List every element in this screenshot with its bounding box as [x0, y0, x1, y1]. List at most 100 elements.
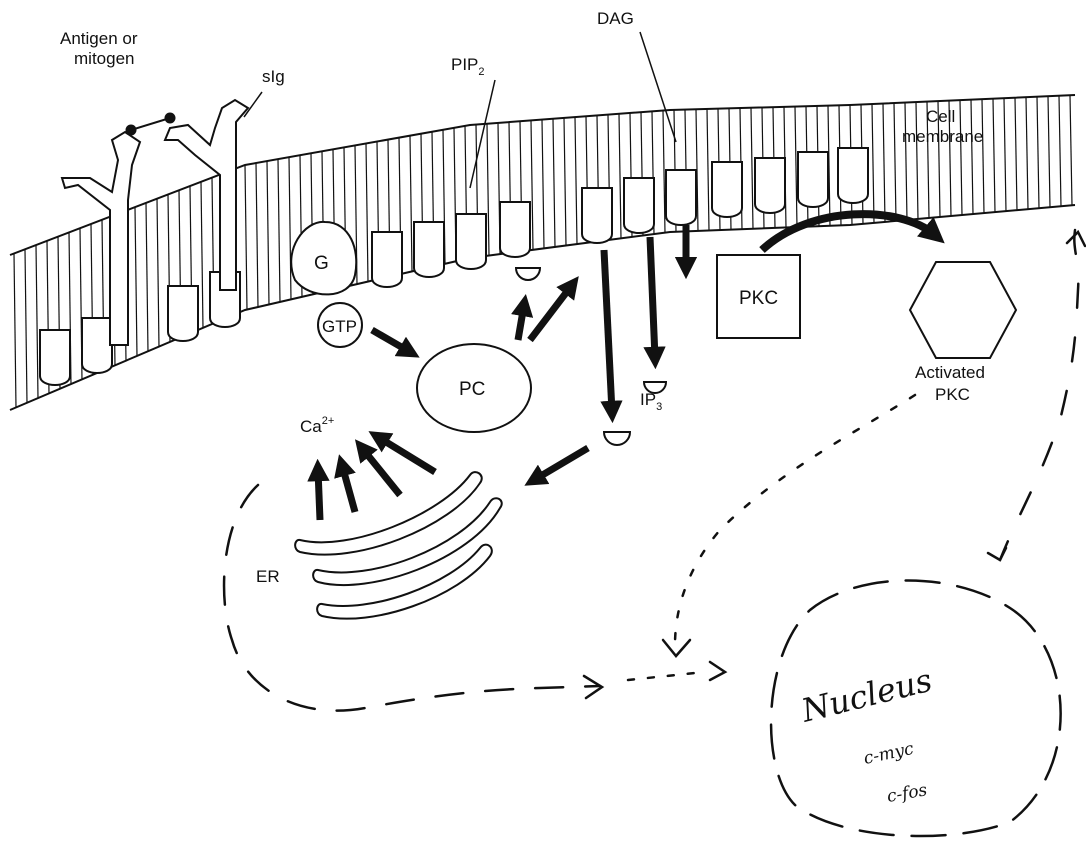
lipid-tail-line: [915, 102, 919, 220]
lipid-tail-line: [1036, 96, 1040, 209]
lipid-tail-line: [200, 181, 204, 329]
activated-pkc-label-line1: Activated: [915, 363, 985, 382]
antigen-label-line2: mitogen: [74, 49, 134, 68]
dag-label: DAG: [597, 9, 634, 28]
lipid-head-box: [623, 177, 655, 234]
ip3-label: IP3: [640, 390, 662, 413]
c-fos-label: c-fos: [885, 780, 929, 807]
activated-pkc-label-line2: PKC: [935, 385, 970, 404]
lipid-tail-line: [904, 102, 908, 221]
pip2-label-sub: 2: [478, 66, 484, 78]
lipid-tail-line: [937, 101, 941, 218]
calcium-label-main: Ca: [300, 417, 322, 436]
lipid-tail-line: [486, 123, 490, 256]
g-protein-label: G: [314, 253, 329, 274]
lipid-tail-line: [992, 98, 996, 213]
lipid-tail-line: [24, 249, 28, 404]
pc-enzyme: [416, 343, 532, 433]
pip2-label: PIP2: [451, 55, 485, 78]
lipid-tail-line: [288, 157, 292, 300]
pkc-label: PKC: [739, 288, 778, 309]
lipid-tail-line: [981, 99, 985, 214]
lipid-tail-line: [662, 110, 666, 233]
lipid-tail-line: [277, 159, 281, 303]
lipid-tail-line: [893, 103, 897, 222]
lipid-tail-line: [563, 117, 567, 246]
calcium-label-sup: 2+: [322, 415, 335, 427]
gtp-label: GTP: [322, 317, 357, 336]
lipid-head-box: [754, 157, 786, 214]
label-pointers: [243, 31, 677, 189]
er-label: ER: [256, 567, 280, 586]
lipid-tail-line: [574, 117, 578, 245]
lipid-tail-line: [365, 143, 369, 283]
lipid-tail-line: [244, 164, 248, 311]
lipid-tail-line: [13, 253, 17, 409]
pkc-activation-arrow: [759, 210, 945, 253]
sig-receptor-right: [163, 98, 250, 291]
ip3-label-sub: 3: [656, 401, 662, 413]
nucleus: [769, 579, 1062, 838]
lipid-head-box: [665, 169, 697, 226]
lipid-head-box: [371, 231, 403, 288]
sig-label: sIg: [262, 67, 285, 86]
lipid-tail-line: [156, 198, 160, 348]
lipid-tail-line: [409, 135, 413, 272]
lipid-head-box: [39, 329, 71, 386]
lipid-head-box: [499, 201, 531, 258]
lipid-head-box: [711, 161, 743, 218]
ip3-molecules: [514, 267, 668, 446]
lipid-head-box: [81, 317, 113, 374]
lipid-tail-line: [871, 104, 875, 224]
sig-receptor-left: [60, 130, 142, 346]
lipid-tail-line: [926, 101, 930, 219]
lipid-tail-line: [552, 118, 556, 248]
lipid-tail-line: [1014, 97, 1018, 211]
lipid-tail-line: [750, 107, 754, 229]
lipid-tail-line: [255, 163, 259, 308]
lipid-tail-line: [706, 108, 710, 231]
lipid-tail-line: [1058, 95, 1062, 207]
lipid-head-boxes: [39, 147, 869, 386]
lipid-tail-line: [530, 120, 534, 251]
calcium-label: Ca2+: [300, 415, 334, 436]
lipid-tail-line: [1003, 98, 1007, 212]
lipid-head-box: [167, 285, 199, 342]
lipid-head-box: [455, 213, 487, 270]
lipid-tail-line: [959, 100, 963, 216]
antigen-label-line1: Antigen or: [60, 29, 138, 48]
signal-arrows: [307, 225, 698, 521]
lipid-tail-line: [35, 245, 39, 399]
lipid-head-box: [581, 187, 613, 244]
gtp-molecule: [317, 302, 363, 348]
lipid-head-box: [413, 221, 445, 278]
lipid-tail-line: [948, 100, 952, 217]
lipid-tail-line: [1047, 96, 1051, 208]
lipid-tail-line: [1025, 97, 1029, 210]
lipid-tail-line: [1069, 95, 1073, 206]
pkc-box: [716, 254, 801, 339]
activated-pkc-hexagon: [908, 261, 1018, 359]
membrane-label-line2: membrane: [902, 127, 983, 146]
lipid-tail-line: [970, 99, 974, 215]
lipid-head-box: [837, 147, 869, 204]
lipid-tail-line: [541, 119, 545, 249]
lipid-tail-line: [266, 161, 270, 305]
antigen-molecule: [125, 112, 176, 136]
lipid-head-box: [797, 151, 829, 208]
nucleus-label: Nucleus: [797, 661, 936, 730]
hand-drawn-paths: [222, 228, 1086, 712]
lipid-tail-line: [794, 106, 798, 228]
lipid-tail-line: [134, 207, 138, 357]
pc-label: PC: [459, 379, 485, 400]
membrane-label-line1: Cell: [926, 107, 955, 126]
lipid-tail-line: [145, 202, 149, 353]
endoplasmic-reticulum: [294, 471, 503, 620]
g-protein: [290, 220, 358, 296]
c-myc-label: c-myc: [862, 739, 916, 769]
lipid-tail-line: [618, 113, 622, 239]
ip3-label-main: IP: [640, 390, 656, 409]
pip2-label-main: PIP: [451, 55, 478, 74]
